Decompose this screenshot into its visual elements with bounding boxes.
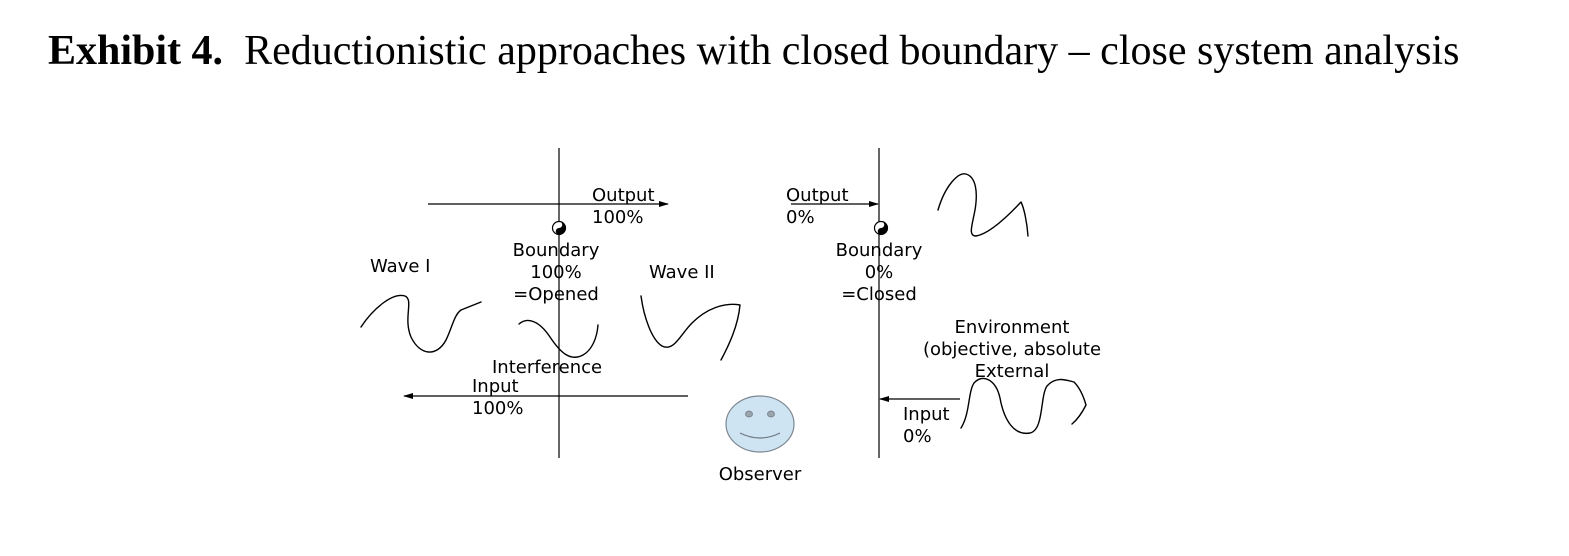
output-value-left: 100%: [592, 207, 643, 228]
wave-2-label: Wave II: [649, 262, 715, 283]
output-value-right: 0%: [786, 207, 815, 228]
exhibit-caption: Reductionistic approaches with closed bo…: [244, 28, 1460, 74]
exhibit-title: Exhibit 4. Reductionistic approaches wit…: [48, 28, 1459, 74]
yin-yang-icon: [551, 220, 567, 236]
observer-label: Observer: [719, 464, 802, 485]
output-wave-curve: [937, 173, 1029, 237]
open-system-panel: Output 100% Boundary 100% =Opened Wave I…: [360, 148, 741, 458]
closed-system-panel: Output 0% Boundary 0% =Closed Environmen…: [786, 148, 1101, 458]
environment-wave-curve: [960, 377, 1087, 434]
smile: [739, 432, 781, 439]
output-label-left: Output: [592, 185, 655, 206]
input-value-right: 0%: [903, 426, 932, 447]
observer-group: Observer: [719, 395, 802, 485]
boundary-value-right: 0%: [865, 262, 894, 283]
boundary-value-left: 100%: [530, 262, 581, 283]
face-circle: [725, 395, 795, 453]
boundary-title-left: Boundary: [513, 240, 600, 261]
output-label-right: Output: [786, 185, 849, 206]
boundary-state-right: =Closed: [841, 284, 917, 305]
wave-2-curve: [640, 295, 741, 361]
right-eye: [767, 410, 775, 418]
environment-subtitle: (objective, absolute: [923, 339, 1101, 360]
environment-external: External: [975, 361, 1050, 382]
boundary-title-right: Boundary: [836, 240, 923, 261]
input-value-left: 100%: [472, 398, 523, 419]
input-label-left: Input: [472, 376, 519, 397]
environment-title: Environment: [955, 317, 1070, 338]
smiley-face-icon: [725, 395, 795, 453]
wave-1-curve: [360, 294, 482, 353]
interference-label: Interference: [492, 357, 602, 378]
interference-curve: [518, 319, 599, 358]
left-eye: [745, 410, 753, 418]
wave-1-label: Wave I: [370, 256, 430, 277]
yin-yang-icon: [873, 220, 889, 236]
exhibit-number: Exhibit 4.: [48, 28, 224, 74]
boundary-state-left: =Opened: [513, 284, 599, 305]
input-label-right: Input: [903, 404, 950, 425]
